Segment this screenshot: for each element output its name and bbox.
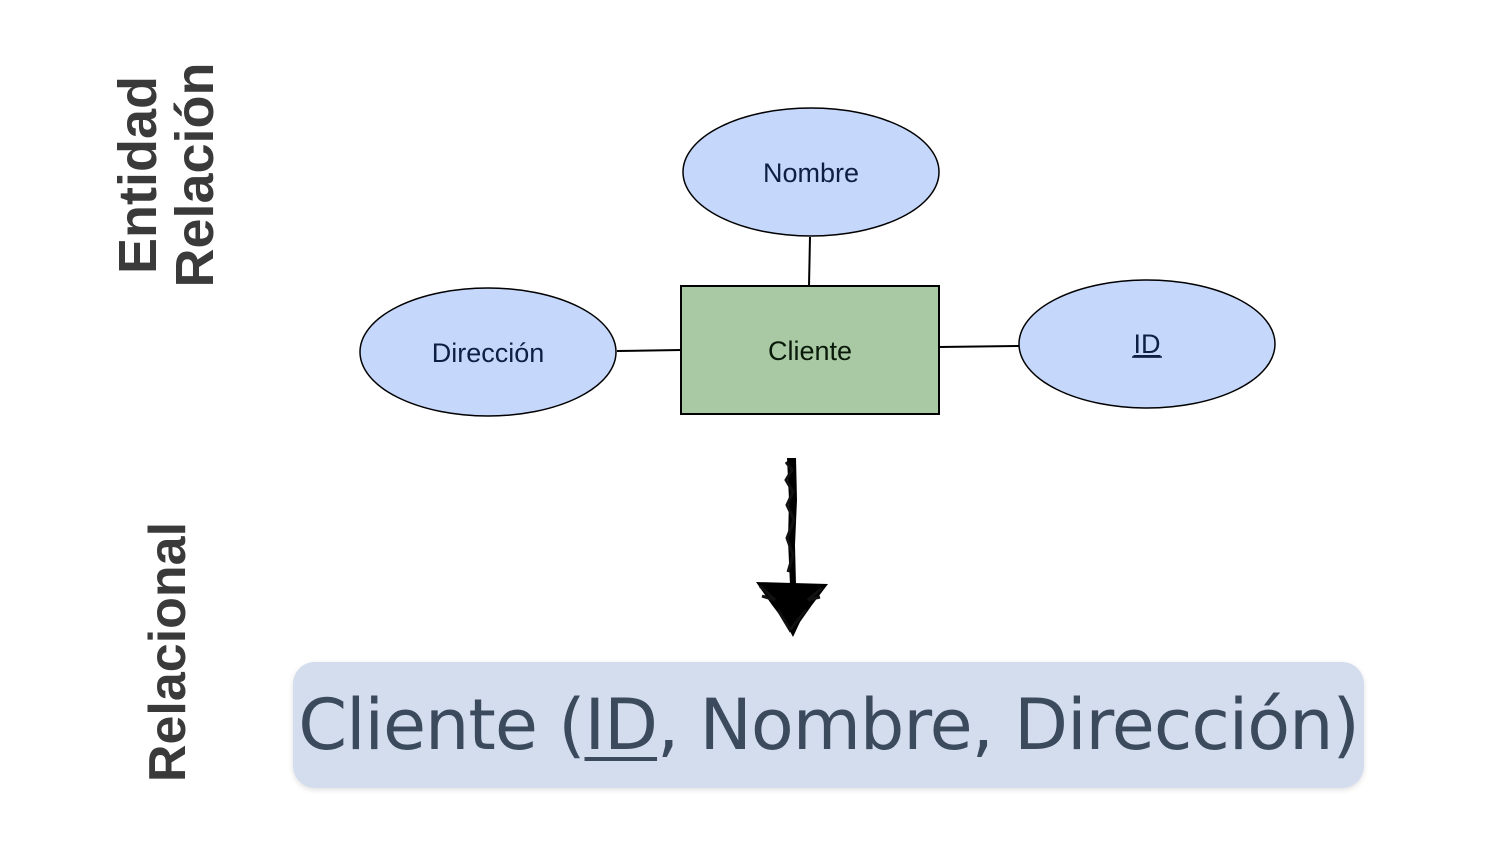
- connector-id: [938, 345, 1020, 348]
- attribute-nombre-ellipse: [682, 107, 940, 237]
- attribute-direccion-label: Dirección: [432, 338, 545, 368]
- schema-primary-key: ID: [584, 684, 659, 766]
- relational-schema-box: Cliente (ID, Nombre, Dirección): [293, 662, 1364, 788]
- connector-nombre: [808, 236, 811, 287]
- entity-cliente-label: Cliente: [768, 336, 852, 366]
- attribute-id-ellipse: [1018, 279, 1276, 409]
- attribute-id-label: ID: [1134, 329, 1161, 359]
- arrow-down-icon: [756, 458, 828, 637]
- attribute-nombre-label: Nombre: [763, 158, 859, 188]
- relational-schema: Cliente (ID, Nombre, Dirección): [298, 684, 1360, 766]
- attribute-direccion-ellipse: [359, 287, 617, 417]
- schema-attributes: , Nombre, Dirección): [657, 684, 1360, 766]
- schema-open-paren: (: [536, 684, 585, 766]
- entity-cliente-box: [680, 285, 940, 415]
- schema-table-name: Cliente: [298, 684, 538, 766]
- connector-direccion: [616, 349, 682, 352]
